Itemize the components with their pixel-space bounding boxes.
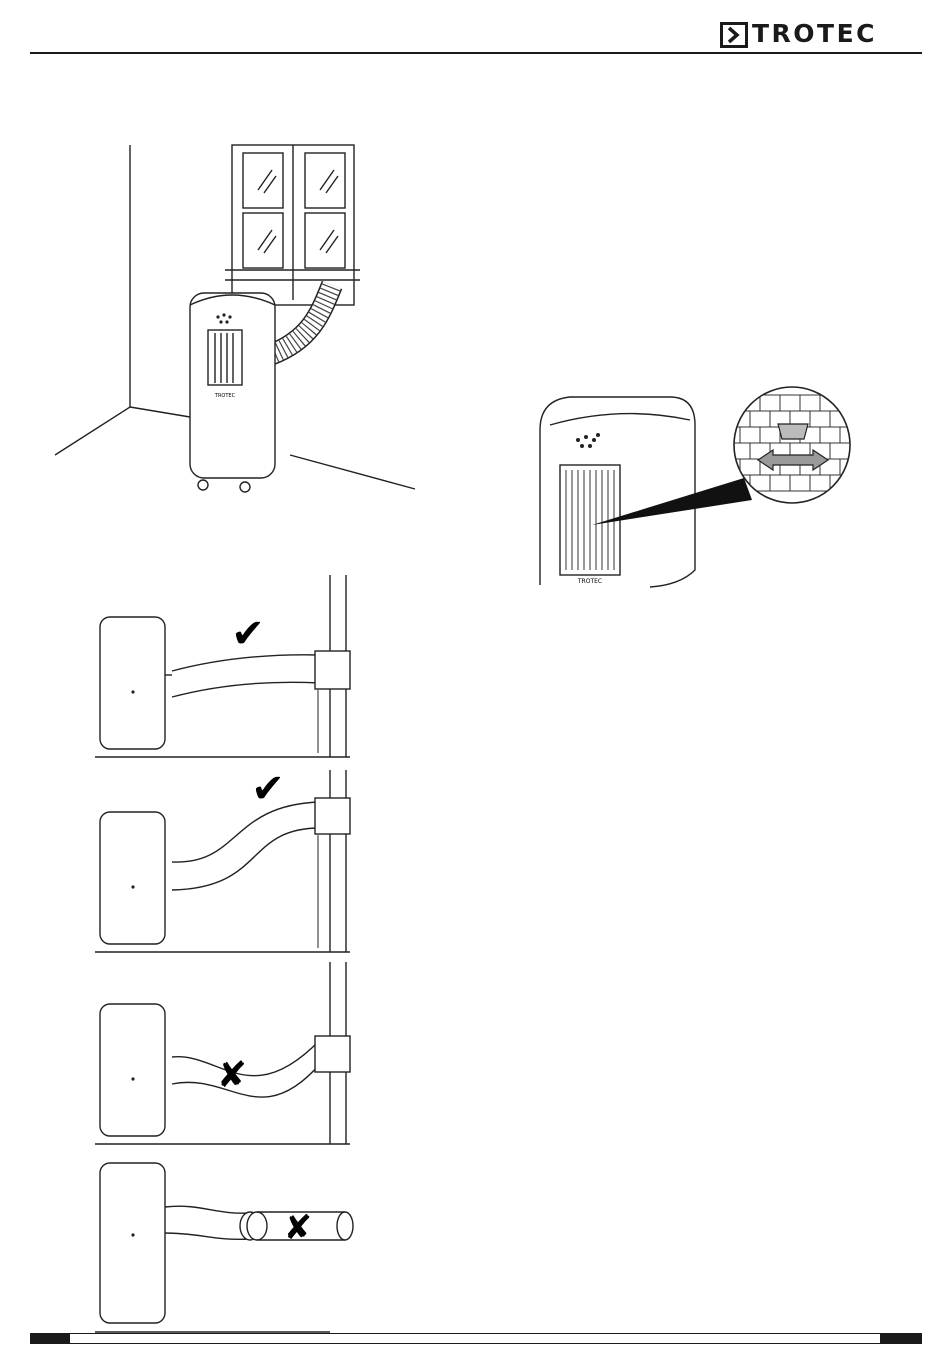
footer-bar bbox=[30, 1333, 922, 1344]
hose-correct-raised-diagram: ✔ bbox=[90, 770, 370, 960]
unit-brand-label: TROTEC bbox=[577, 578, 602, 585]
cross-mark-icon: ✘ bbox=[217, 1055, 247, 1096]
hose-correct-flat-diagram: ✔ bbox=[90, 575, 370, 765]
check-mark-icon: ✔ bbox=[251, 766, 285, 812]
footer-page-block-left bbox=[30, 1333, 70, 1344]
cross-mark-icon: ✘ bbox=[284, 1208, 313, 1248]
filter-detail-illustration: TROTEC bbox=[530, 375, 860, 600]
footer-page-block-right bbox=[880, 1333, 922, 1344]
trotec-logo: TROTEC bbox=[720, 20, 925, 50]
brand-name: TROTEC bbox=[752, 19, 877, 48]
check-mark-icon: ✔ bbox=[231, 611, 265, 657]
unit-brand-label: TROTEC bbox=[214, 393, 236, 399]
brand-chevron-icon bbox=[720, 22, 748, 48]
header-rule bbox=[30, 52, 922, 54]
hose-wrong-extension-diagram: ✘ bbox=[90, 1155, 370, 1340]
hose-wrong-sag-diagram: ✘ bbox=[90, 962, 370, 1152]
room-installation-illustration: TROTEC bbox=[40, 135, 440, 505]
